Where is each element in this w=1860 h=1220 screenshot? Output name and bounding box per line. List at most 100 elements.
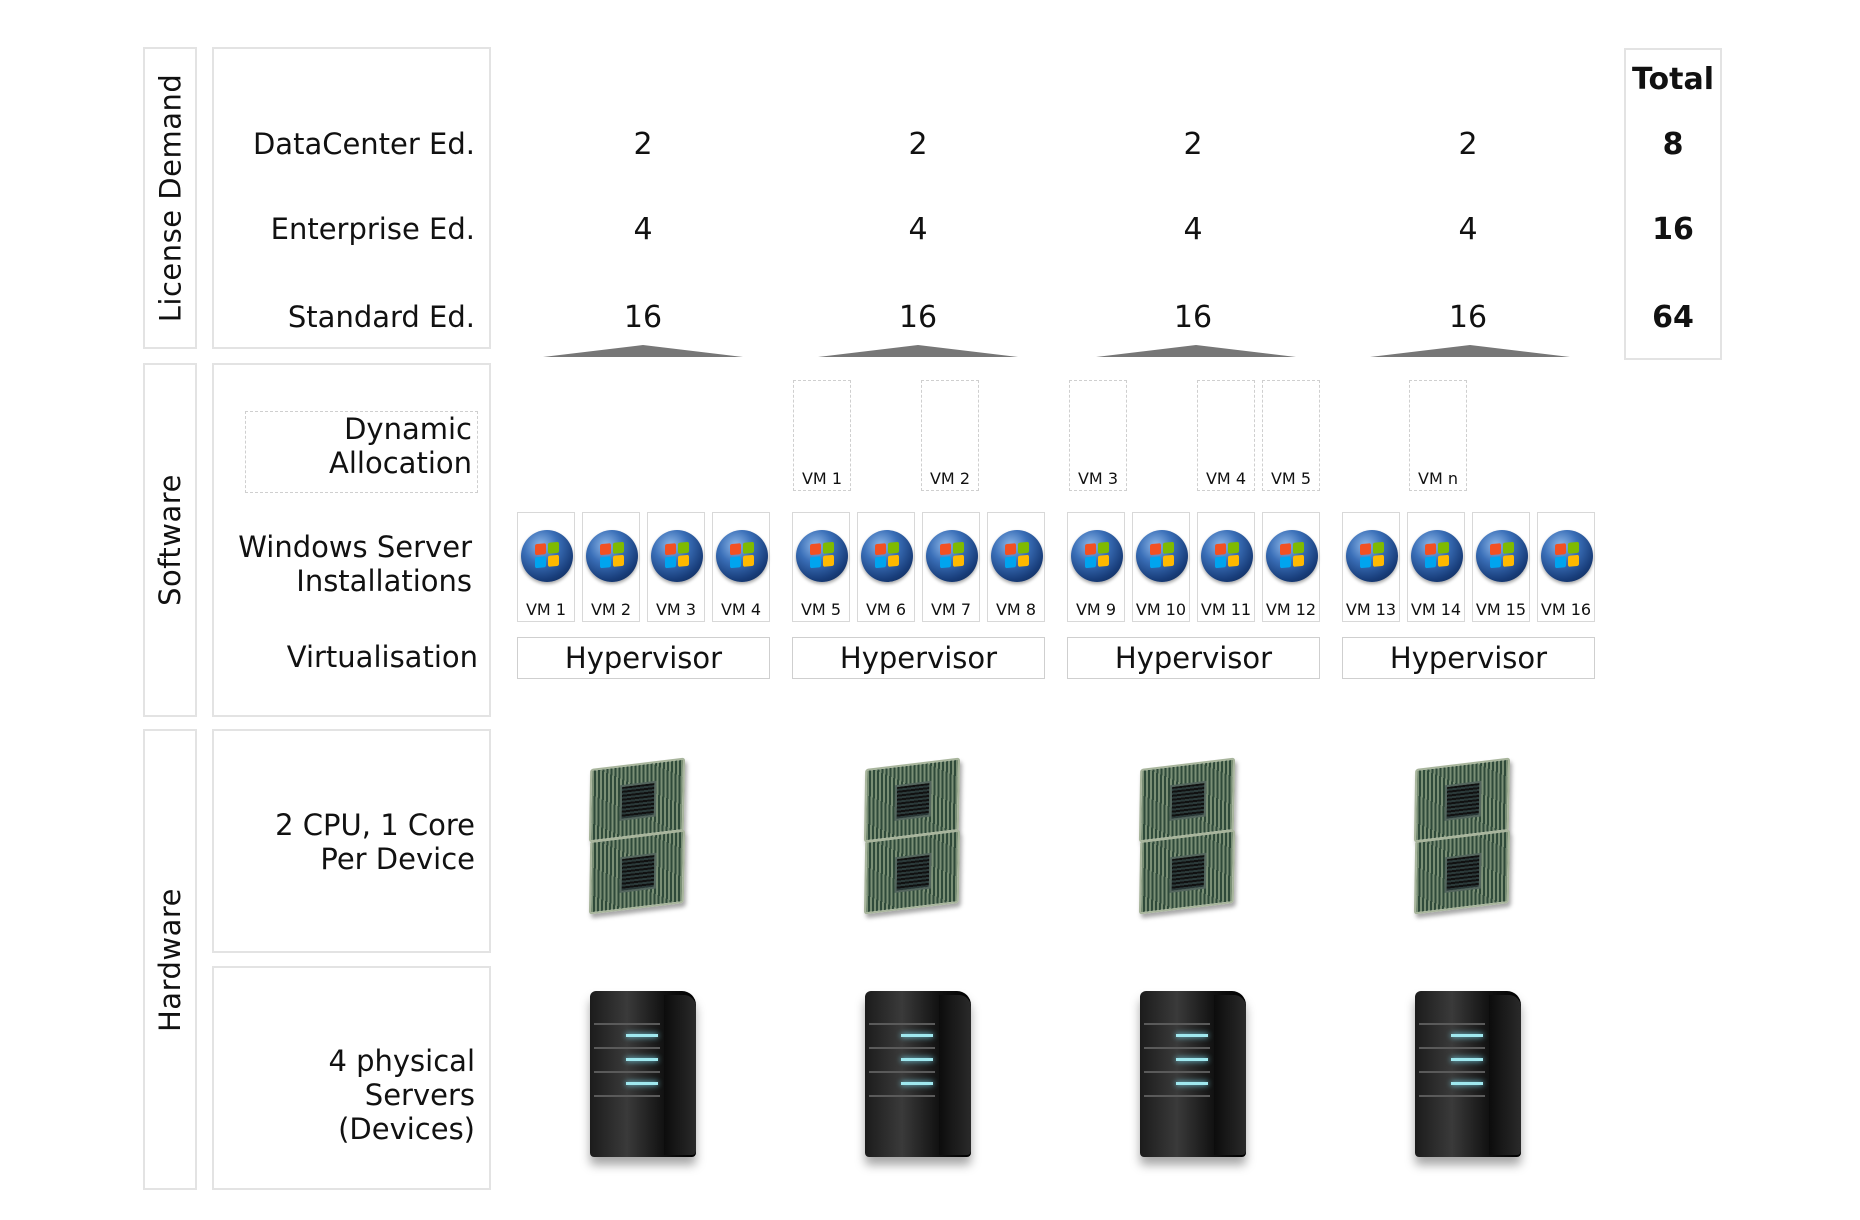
vm-installation: VM 14 (1407, 512, 1465, 622)
vm-label: VM 11 (1200, 600, 1252, 619)
cpu-chip-icon (588, 829, 686, 915)
windows-logo-icon (1411, 530, 1463, 582)
row-label-dynamic: Dynamic Allocation (329, 412, 472, 480)
vm-installation: VM 4 (712, 512, 770, 622)
vm-label: VM 8 (995, 600, 1036, 619)
vm-label: VM 4 (720, 600, 761, 619)
vm-label: VM 6 (865, 600, 906, 619)
windows-logo-icon (716, 530, 768, 582)
hypervisor-box: Hypervisor (1067, 637, 1320, 679)
windows-logo-icon (1476, 530, 1528, 582)
vm-installation: VM 15 (1472, 512, 1530, 622)
license-rows-box (212, 47, 491, 349)
dynamic-vm-label: VM 5 (1270, 469, 1311, 488)
vm-label: VM 10 (1135, 600, 1187, 619)
server-2-enterprise: 4 (908, 212, 928, 247)
cpu-chip-icon (588, 757, 686, 843)
row-label-enterprise: Enterprise Ed. (270, 212, 475, 246)
windows-logo-icon (991, 530, 1043, 582)
vm-installation: VM 13 (1342, 512, 1400, 622)
cpu-chip-icon (863, 757, 961, 843)
vm-installation: VM 1 (517, 512, 575, 622)
server-1-datacenter: 2 (633, 127, 653, 162)
cpu-chip-icon (1138, 829, 1236, 915)
row-label-standard: Standard Ed. (287, 300, 475, 334)
windows-logo-icon (1136, 530, 1188, 582)
server-tower-icon (580, 985, 706, 1171)
windows-logo-icon (1266, 530, 1318, 582)
server-3-datacenter: 2 (1183, 127, 1203, 162)
software-rows-box (212, 363, 491, 717)
dynamic-vm: VM 3 (1069, 380, 1127, 491)
windows-logo-icon (651, 530, 703, 582)
dynamic-vm: VM 2 (921, 380, 979, 491)
vm-label: VM 13 (1345, 600, 1397, 619)
row-label-datacenter: DataCenter Ed. (252, 127, 475, 161)
vm-label: VM 5 (800, 600, 841, 619)
dynamic-vm: VM 5 (1262, 380, 1320, 491)
windows-logo-icon (521, 530, 573, 582)
cpu-row-box (212, 729, 491, 953)
dynamic-vm: VM n (1409, 380, 1467, 491)
hypervisor-box: Hypervisor (1342, 637, 1595, 679)
vm-installation: VM 2 (582, 512, 640, 622)
vm-installation: VM 8 (987, 512, 1045, 622)
dynamic-allocation-box (245, 411, 478, 493)
section-hardware: Hardware (143, 729, 197, 1190)
total-column (1624, 48, 1722, 360)
vm-installation: VM 6 (857, 512, 915, 622)
server-4-datacenter: 2 (1458, 127, 1478, 162)
vm-label: VM 3 (655, 600, 696, 619)
row-label-servers: 4 physical Servers (Devices) (328, 1044, 475, 1146)
vm-installation: VM 12 (1262, 512, 1320, 622)
vm-label: VM 16 (1540, 600, 1592, 619)
cpu-chip-icon (1413, 757, 1511, 843)
vm-label: VM 1 (525, 600, 566, 619)
windows-logo-icon (1541, 530, 1593, 582)
windows-logo-icon (586, 530, 638, 582)
cpu-chip-icon (1138, 757, 1236, 843)
section-hardware-label: Hardware (153, 887, 188, 1032)
windows-logo-icon (1201, 530, 1253, 582)
vm-label: VM 2 (590, 600, 631, 619)
vm-installation: VM 9 (1067, 512, 1125, 622)
vm-label: VM 7 (930, 600, 971, 619)
windows-logo-icon (926, 530, 978, 582)
dynamic-vm-label: VM 4 (1205, 469, 1246, 488)
dynamic-vm-label: VM 1 (801, 469, 842, 488)
vm-installation: VM 11 (1197, 512, 1255, 622)
total-enterprise: 16 (1652, 212, 1694, 247)
dynamic-vm: VM 4 (1197, 380, 1255, 491)
section-license-demand-label: License Demand (153, 73, 187, 323)
vm-installation: VM 7 (922, 512, 980, 622)
server-4-bracket (1370, 345, 1570, 357)
server-3-standard: 16 (1173, 300, 1213, 335)
dynamic-vm-label: VM 2 (929, 469, 970, 488)
vm-label: VM 14 (1410, 600, 1462, 619)
server-2-datacenter: 2 (908, 127, 928, 162)
hypervisor-box: Hypervisor (792, 637, 1045, 679)
vm-installation: VM 10 (1132, 512, 1190, 622)
windows-logo-icon (796, 530, 848, 582)
server-3-enterprise: 4 (1183, 212, 1203, 247)
vm-installation: VM 5 (792, 512, 850, 622)
vm-label: VM 9 (1075, 600, 1116, 619)
server-1-enterprise: 4 (633, 212, 653, 247)
server-4-enterprise: 4 (1458, 212, 1478, 247)
windows-logo-icon (861, 530, 913, 582)
server-1-bracket (543, 345, 743, 357)
section-software-label: Software (153, 474, 187, 606)
total-datacenter: 8 (1662, 127, 1684, 162)
row-label-windows: Windows Server Installations (238, 530, 472, 598)
windows-logo-icon (1346, 530, 1398, 582)
vm-installation: VM 3 (647, 512, 705, 622)
dynamic-vm-label: VM 3 (1077, 469, 1118, 488)
server-3-bracket (1096, 345, 1296, 357)
server-4-standard: 16 (1448, 300, 1488, 335)
server-1-standard: 16 (623, 300, 663, 335)
dynamic-vm-label: VM n (1418, 469, 1458, 488)
windows-logo-icon (1071, 530, 1123, 582)
server-tower-icon (1405, 985, 1531, 1171)
servers-row-box (212, 966, 491, 1190)
hypervisor-box: Hypervisor (517, 637, 770, 679)
